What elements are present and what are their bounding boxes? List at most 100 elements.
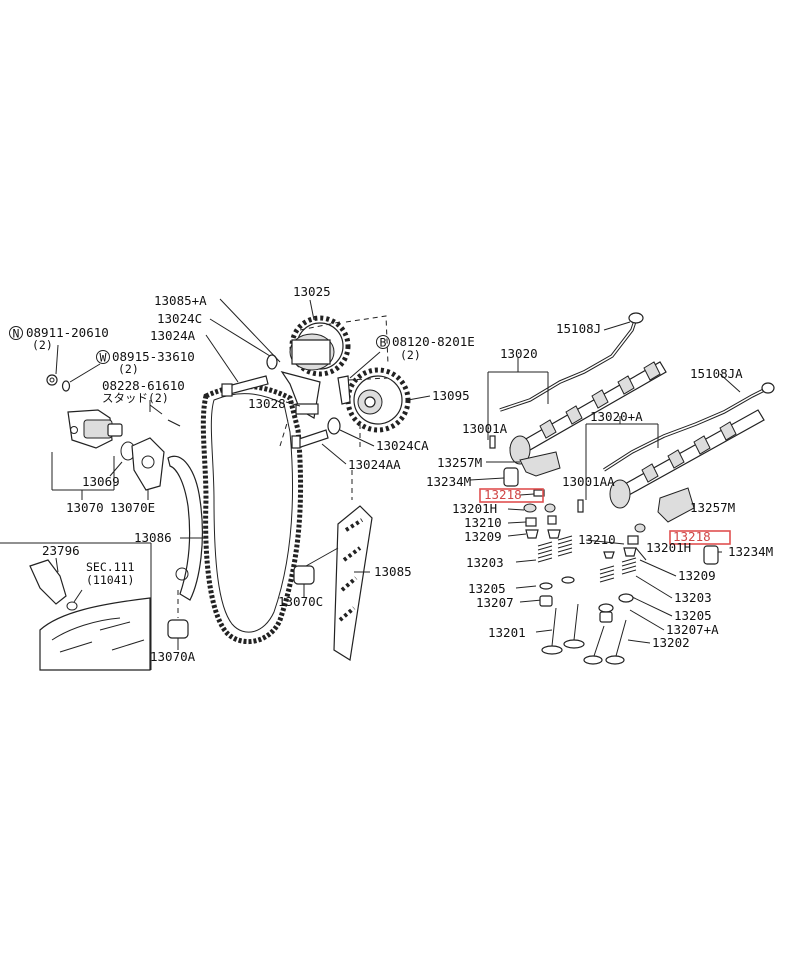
label-15108j[interactable]: 15108J: [556, 321, 601, 336]
label-13205-left[interactable]: 13205: [468, 581, 506, 596]
rocker-13257M-left[interactable]: [519, 451, 561, 477]
guide-bolt-13070C[interactable]: [293, 565, 315, 585]
b-symbol-circle: [376, 335, 390, 349]
label-23796[interactable]: 23796: [42, 543, 80, 558]
label-13210-right[interactable]: 13210: [578, 532, 616, 547]
bolt-13024A[interactable]: [227, 375, 269, 395]
label-08911-20610[interactable]: 08911-20610: [26, 325, 109, 340]
label-13257m-right[interactable]: 13257M: [690, 500, 735, 515]
label-13257m-left[interactable]: 13257M: [437, 455, 482, 470]
oil-pipe-15108J[interactable]: [499, 312, 644, 412]
highlight-box-13218-right: [669, 530, 731, 545]
label-08915-qty: (2): [118, 362, 139, 376]
label-13234m-right[interactable]: 13234M: [728, 544, 773, 559]
label-13085-a[interactable]: 13085+A: [154, 293, 207, 308]
nut-part[interactable]: [46, 374, 58, 386]
oil-pipe-15108JA[interactable]: [603, 382, 775, 472]
label-13069[interactable]: 13069: [82, 474, 120, 489]
valve-spring-13203-right[interactable]: [621, 557, 637, 575]
label-13203-right[interactable]: 13203: [674, 590, 712, 605]
label-08915-33610[interactable]: 08915-33610: [112, 349, 195, 364]
dowel-13001AA[interactable]: [577, 499, 584, 513]
chain-guide-left-lower: [167, 590, 189, 650]
retainer-13201H-left[interactable]: [523, 503, 537, 513]
lash-adjuster-13234M-left[interactable]: [503, 467, 519, 487]
vtc-solenoid-inset: [0, 542, 152, 671]
label-13095[interactable]: 13095: [432, 388, 470, 403]
label-13218-right[interactable]: 13218: [673, 529, 711, 544]
spring-seat-13209-left[interactable]: [525, 529, 539, 539]
label-13202[interactable]: 13202: [652, 635, 690, 650]
label-13234m-left[interactable]: 13234M: [426, 474, 471, 489]
label-13201h-left[interactable]: 13201H: [452, 501, 497, 516]
w-symbol-circle: [96, 350, 110, 364]
camshaft-13020A[interactable]: [609, 409, 765, 509]
label-13024a[interactable]: 13024A: [150, 328, 196, 343]
washer-13024C[interactable]: [266, 354, 278, 370]
label-13209-left[interactable]: 13209: [464, 529, 502, 544]
dowel-13001A[interactable]: [489, 435, 496, 449]
label-13203-left[interactable]: 13203: [466, 555, 504, 570]
guide-bolt-13070A[interactable]: [167, 619, 189, 639]
chain-guide-right-13085[interactable]: [333, 505, 373, 661]
label-13207-left[interactable]: 13207: [476, 595, 514, 610]
label-13201h-right[interactable]: 13201H: [646, 540, 691, 555]
label-13001aa[interactable]: 13001AA: [562, 474, 615, 489]
label-13070e[interactable]: 13070E: [110, 500, 155, 515]
retainer-13201H-right[interactable]: [627, 535, 639, 545]
camshaft-13020[interactable]: [509, 361, 667, 465]
tension-arm-13028[interactable]: [280, 371, 321, 419]
label-13024c[interactable]: 13024C: [157, 311, 202, 326]
label-13028[interactable]: 13028: [248, 396, 286, 411]
valve-seal-13205-right[interactable]: [618, 593, 634, 603]
camshaft-sprocket-13025[interactable]: [289, 315, 351, 377]
stud-part[interactable]: [167, 419, 181, 427]
label-13209-right[interactable]: 13209: [678, 568, 716, 583]
label-13207-a-right[interactable]: 13207+A: [666, 622, 719, 637]
label-13218-left[interactable]: 13218: [484, 487, 522, 502]
label-13024aa[interactable]: 13024AA: [348, 457, 401, 472]
spring-seat-13209-right[interactable]: [623, 547, 637, 557]
shim-13210-right[interactable]: [634, 523, 646, 533]
label-08120-8201e[interactable]: 08120-8201E: [392, 334, 475, 349]
valve-spring-13203-left[interactable]: [537, 541, 553, 563]
bolt-08120[interactable]: [337, 375, 351, 405]
label-08911-qty: (2): [32, 338, 53, 352]
label-13205-right[interactable]: 13205: [674, 608, 712, 623]
chain-guide-left[interactable]: [167, 455, 203, 601]
shim-13210-left[interactable]: [525, 517, 537, 527]
timing-tensioner-assembly: N W: [9, 326, 181, 500]
label-13086[interactable]: 13086: [134, 530, 172, 545]
label-13201[interactable]: 13201: [488, 625, 526, 640]
timing-chain-part[interactable]: [200, 384, 304, 644]
label-13020-a[interactable]: 13020+A: [590, 409, 643, 424]
label-13070[interactable]: 13070: [66, 500, 104, 515]
valve-guide-13207A-right[interactable]: [599, 611, 613, 623]
valve-collet-13218-left[interactable]: [533, 489, 545, 497]
label-13020[interactable]: 13020: [500, 346, 538, 361]
solenoid-o-ring[interactable]: [66, 601, 78, 611]
label-15108ja[interactable]: 15108JA: [690, 366, 743, 381]
label-13070a[interactable]: 13070A: [150, 649, 196, 664]
valve-seal-13205-left[interactable]: [539, 582, 553, 590]
label-08228-61610[interactable]: 08228-61610: [102, 378, 185, 393]
valve-13201[interactable]: [551, 607, 557, 647]
valve-stack-right: [583, 523, 646, 665]
washer-part[interactable]: [61, 380, 71, 392]
label-13070c[interactable]: 13070C: [278, 594, 323, 609]
label-13025[interactable]: 13025: [293, 284, 331, 299]
label-13085[interactable]: 13085: [374, 564, 412, 579]
washer-13024CA[interactable]: [327, 417, 341, 435]
label-13210-left[interactable]: 13210: [464, 515, 502, 530]
rocker-13257M-right[interactable]: [657, 487, 695, 523]
gasket-part[interactable]: [131, 437, 165, 491]
n-symbol: N: [13, 327, 20, 341]
valve-13202[interactable]: [615, 619, 627, 657]
valve-guide-13207-left[interactable]: [539, 595, 553, 607]
label-13024ca[interactable]: 13024CA: [376, 438, 429, 453]
chain-tensioner-part[interactable]: [67, 409, 123, 449]
lash-adjuster-13234M-right[interactable]: [703, 545, 719, 565]
label-13001a[interactable]: 13001A: [462, 421, 508, 436]
vtc-solenoid-part[interactable]: [29, 559, 67, 605]
